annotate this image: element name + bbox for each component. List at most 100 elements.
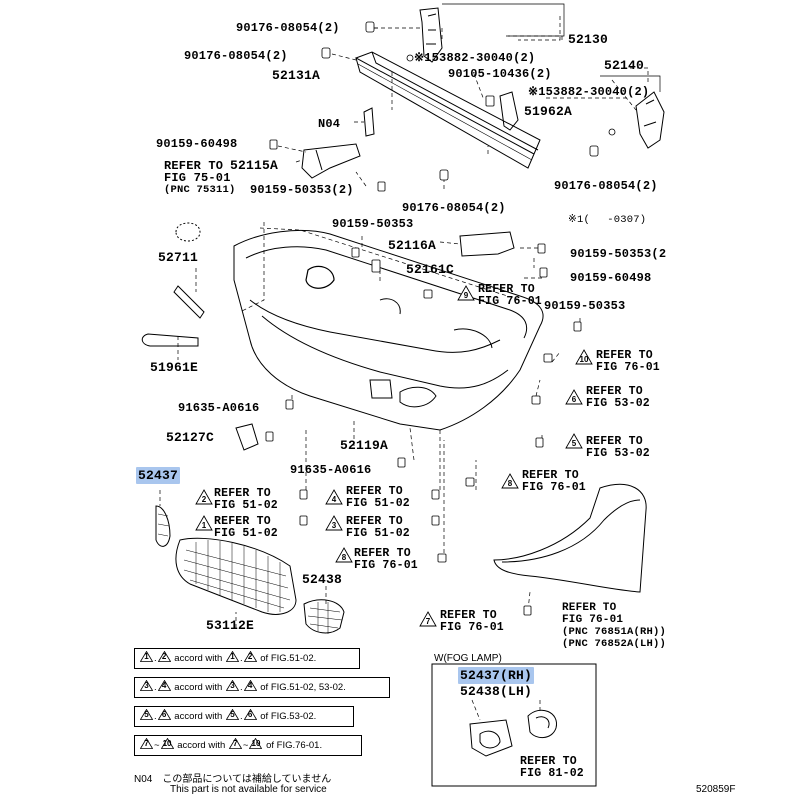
legend-2-text2: of FIG.51-02, 53-02. bbox=[260, 682, 346, 693]
ref-flare: REFER TO FIG 76-01 (PNC 76851A(RH)) (PNC… bbox=[562, 602, 666, 650]
ref-flare-line1: REFER TO bbox=[562, 602, 617, 614]
legend-2-c: 3 bbox=[230, 681, 235, 690]
ref-9-line1: REFER TO bbox=[478, 283, 535, 296]
legend-1-text2: of FIG.51-02. bbox=[260, 653, 317, 664]
retainer-52116a bbox=[459, 231, 515, 257]
part-90176-08054-c: 90176-08054(2) bbox=[554, 179, 658, 193]
part-90159-50353-b: 90159-50353 bbox=[332, 217, 414, 231]
part-90159-50353-c: 90159-50353(2 bbox=[570, 247, 667, 261]
legend-3-b: 6 bbox=[161, 710, 167, 719]
part-90176-08054-a: 90176-08054(2) bbox=[236, 21, 340, 35]
part-52437-highlight[interactable]: 52437 bbox=[136, 467, 181, 484]
tri-3: 3 bbox=[332, 521, 337, 530]
grille-53112e bbox=[175, 537, 297, 615]
legend-3-a: 5 bbox=[144, 710, 149, 719]
ref-4-line2: FIG 51-02 bbox=[346, 497, 410, 510]
legend-4-text1: accord with bbox=[177, 740, 226, 751]
tri-4: 4 bbox=[332, 495, 337, 504]
legend-4-b: 10 bbox=[162, 739, 172, 748]
flare bbox=[493, 483, 647, 593]
legend-1-a: 1 bbox=[144, 652, 149, 661]
legend-1-c: 1 bbox=[230, 652, 235, 661]
legend-row-1: 1.2 accord with 1.2 of FIG.51-02. bbox=[134, 648, 360, 669]
ref-4-line1: REFER TO bbox=[346, 485, 403, 498]
ref-75-01-line3: (PNC 75311) bbox=[164, 184, 236, 196]
legend-row-2: 3.4 accord with 3.4 of FIG.51-02, 53-02. bbox=[134, 677, 390, 698]
legend-4-text2: of FIG.76-01. bbox=[266, 740, 323, 751]
tri-2: 2 bbox=[202, 495, 207, 504]
ref-1-line1: REFER TO bbox=[214, 515, 271, 528]
part-90176-08054-b: 90176-08054(2) bbox=[184, 49, 288, 63]
part-52116a: 52116A bbox=[388, 238, 437, 253]
tri-7: 7 bbox=[426, 617, 431, 626]
part-52127c: 52127C bbox=[166, 430, 215, 445]
fog-part-52437-rh[interactable]: 52437(RH) bbox=[458, 667, 535, 684]
legend-4-a: 7 bbox=[144, 739, 149, 748]
fog-lamp bbox=[527, 709, 557, 738]
ref-5-line2: FIG 53-02 bbox=[586, 447, 650, 460]
part-90176-08054-d: 90176-08054(2) bbox=[402, 201, 506, 215]
tri-8b: 8 bbox=[342, 553, 347, 562]
ref-75-01-line1: REFER TO bbox=[164, 159, 224, 173]
ref-10-line1: REFER TO bbox=[596, 349, 653, 362]
bracket-52140 bbox=[635, 91, 665, 149]
part-51961e: 51961E bbox=[150, 360, 199, 375]
legend-1-d: 2 bbox=[247, 652, 253, 661]
part-90159-50353-a: 90159-50353(2) bbox=[250, 183, 354, 197]
ref-8b-line1: REFER TO bbox=[354, 547, 411, 560]
footnote-code: N04 bbox=[134, 774, 153, 785]
footnote-jp: N04 この部品については補給していません bbox=[134, 770, 331, 785]
ref-75-01: REFER TO FIG 75-01 (PNC 75311) bbox=[164, 160, 236, 196]
cover-52438 bbox=[303, 599, 345, 634]
legend-row-4: 7~10 accord with 7~10 of FIG.76-01. bbox=[134, 735, 362, 756]
cover-52437 bbox=[155, 505, 171, 547]
ref-6-line2: FIG 53-02 bbox=[586, 397, 650, 410]
legend-3-c: 5 bbox=[230, 710, 235, 719]
tri-8a: 8 bbox=[508, 479, 513, 488]
part-52438: 52438 bbox=[302, 572, 343, 587]
ref-3-line1: REFER TO bbox=[346, 515, 403, 528]
part-91635-a0616-a: 91635-A0616 bbox=[178, 401, 260, 415]
part-53882-b: ※153882-30040(2) bbox=[528, 85, 650, 99]
legend-3-text1: accord with bbox=[174, 711, 223, 722]
ref-81-02-line2: FIG 81-02 bbox=[520, 767, 584, 780]
bumper-cover-52119a bbox=[233, 229, 544, 431]
tri-9: 9 bbox=[464, 291, 469, 300]
bumper-reinforcement bbox=[354, 51, 541, 169]
legend-2-text1: accord with bbox=[174, 682, 223, 693]
ref-6-line1: REFER TO bbox=[586, 385, 643, 398]
part-52161c: 52161C bbox=[406, 262, 455, 277]
ref-3-line2: FIG 51-02 bbox=[346, 527, 410, 540]
legend-1-b: 2 bbox=[161, 652, 167, 661]
ref-2-line2: FIG 51-02 bbox=[214, 499, 278, 512]
ref-10-line2: FIG 76-01 bbox=[596, 361, 660, 374]
ref-8a-line2: FIG 76-01 bbox=[522, 481, 586, 494]
bracket-52130 bbox=[419, 7, 443, 63]
cover-51961e bbox=[141, 333, 199, 347]
tri-6: 6 bbox=[572, 395, 577, 404]
footnote-en: This part is not available for service bbox=[170, 784, 327, 795]
legend-row-3: 5.6 accord with 5.6 of FIG.53-02. bbox=[134, 706, 354, 727]
part-52711: 52711 bbox=[158, 250, 199, 265]
legend-2-a: 3 bbox=[144, 681, 149, 690]
part-51962a: 51962A bbox=[524, 104, 573, 119]
diagram-id: 520859F bbox=[696, 784, 736, 795]
part-52140: 52140 bbox=[604, 58, 645, 73]
part-53882-a: ※153882-30040(2) bbox=[414, 51, 536, 65]
footnote-jp-text: この部品については補給していません bbox=[162, 774, 332, 785]
ref-75-01-line2: FIG 75-01 bbox=[164, 171, 231, 185]
part-53112e: 53112E bbox=[206, 618, 255, 633]
ref-7-line1: REFER TO bbox=[440, 609, 497, 622]
tri-5: 5 bbox=[572, 439, 577, 448]
